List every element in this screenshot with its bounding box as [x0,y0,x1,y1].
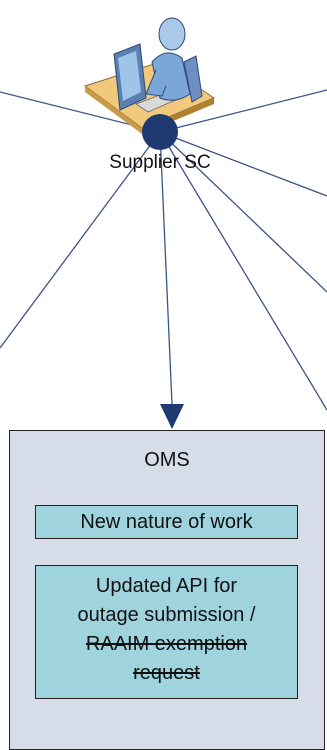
oms-box: OMS New nature of work Updated API for o… [9,430,325,750]
updated-api-box: Updated API for outage submission / RAAI… [35,565,298,699]
struck-line: request [133,662,200,684]
connector-line [159,131,327,197]
connector-line [0,131,161,349]
hub-node [142,114,178,150]
arrow-head [160,404,184,429]
new-nature-of-work-box: New nature of work [35,505,298,539]
box-line: outage submission / [77,604,256,626]
box-line: Updated API for [95,575,238,597]
connector-line [159,131,327,411]
struck-line: RAAIM exemption [85,633,248,655]
connector-lines [0,89,327,411]
actor-label: Supplier SC [109,152,211,173]
connector-line [159,131,327,293]
connector-line [159,89,327,133]
computer-user-icon [83,17,216,134]
connector-line [159,131,173,405]
oms-title: OMS [144,449,190,471]
